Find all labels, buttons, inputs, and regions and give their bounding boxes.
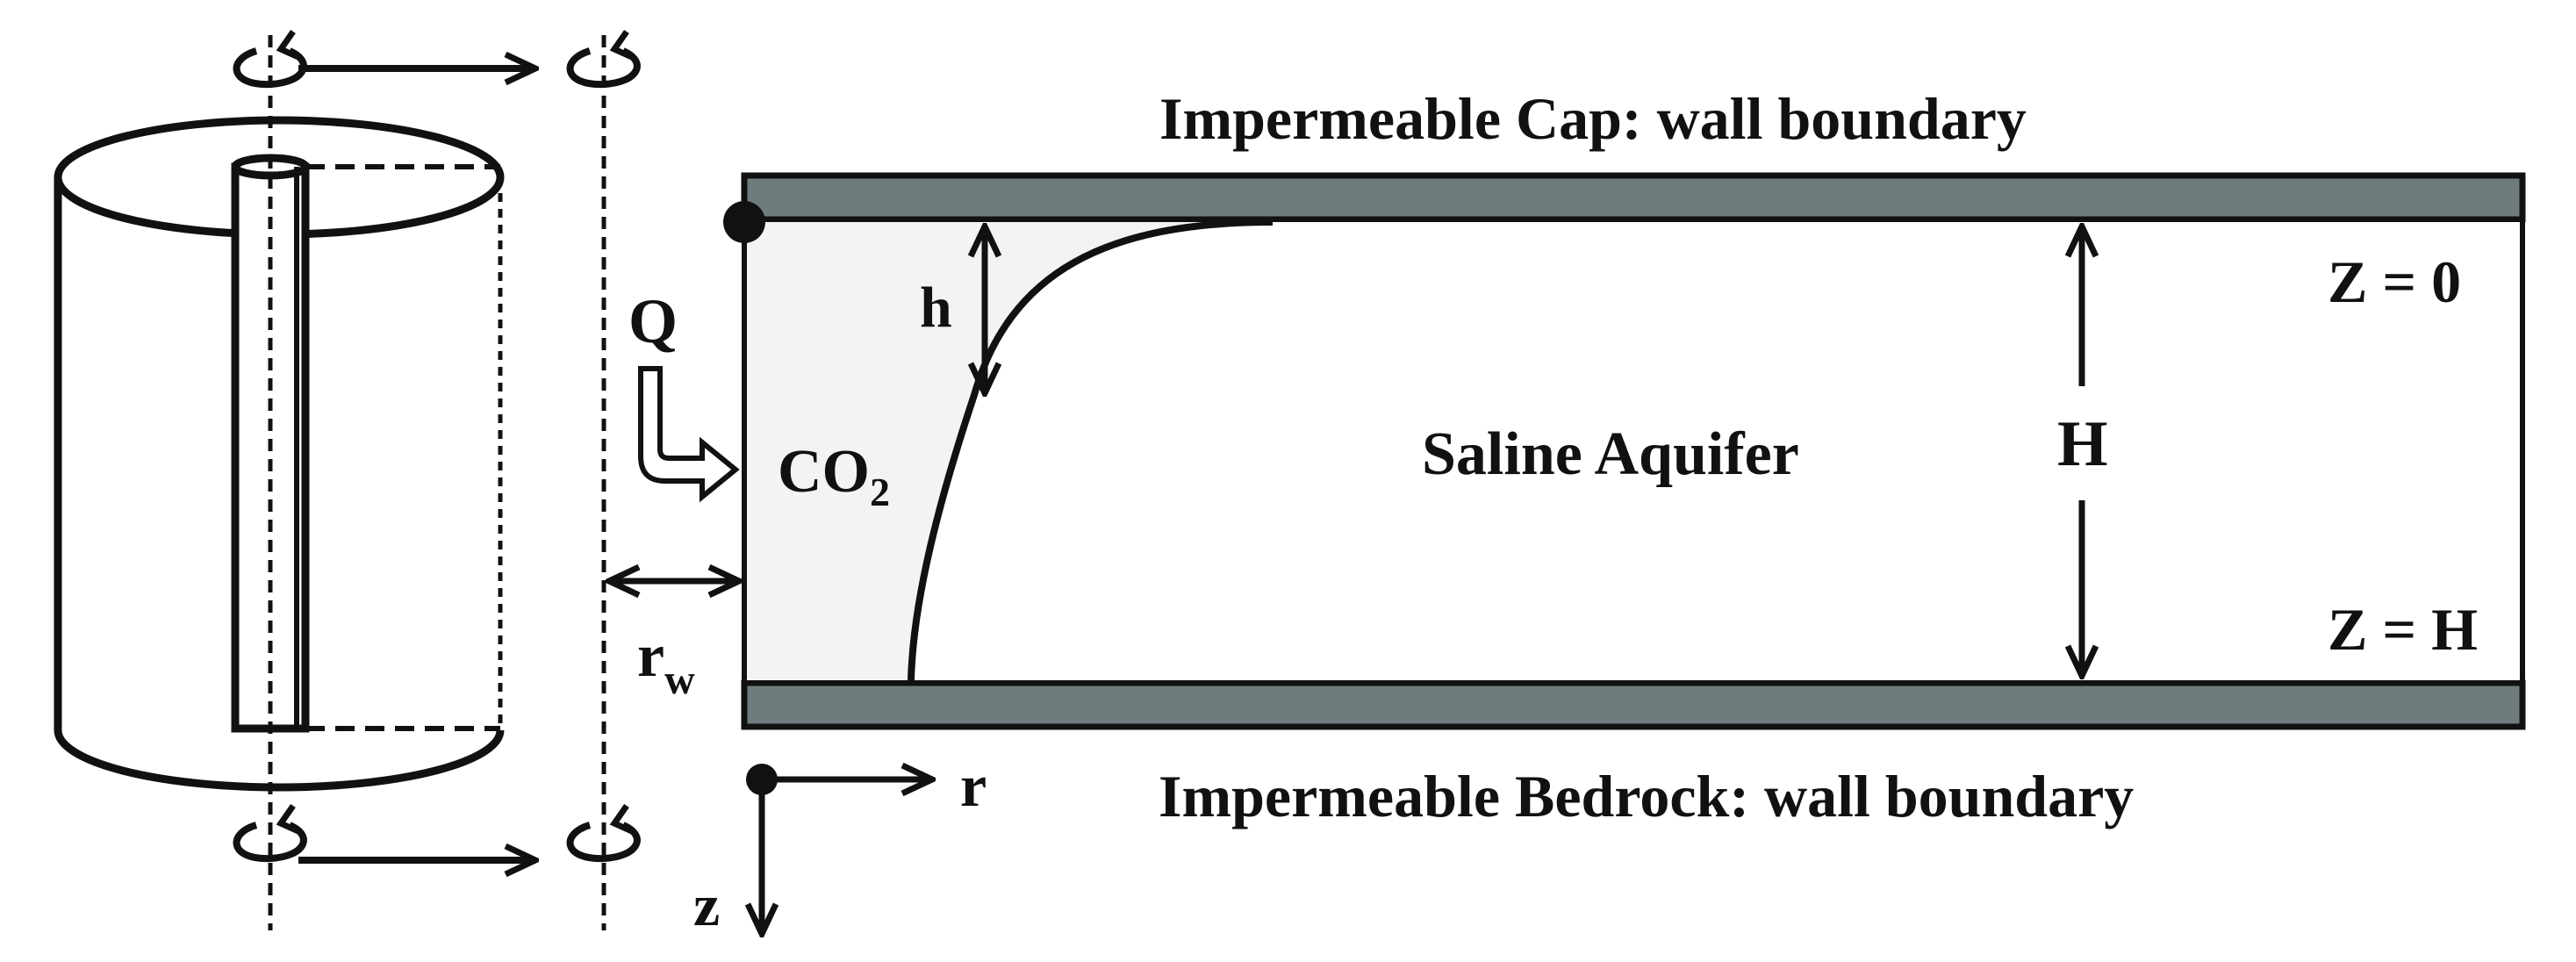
injection-flow-arrow	[638, 366, 740, 503]
rotation-icon-top-right	[566, 29, 641, 89]
rotation-icon-bottom-left	[233, 803, 307, 863]
plume-height-label: h	[920, 276, 952, 340]
co2-main: CO	[778, 438, 870, 506]
cylinder-sketch	[54, 116, 505, 792]
well-radius-subscript: w	[664, 657, 695, 703]
co2-subscript: 2	[870, 470, 890, 514]
z-bottom-label: Z = H	[2328, 596, 2478, 663]
bedrock-label: Impermeable Bedrock: wall boundary	[1159, 763, 2134, 829]
rotation-icon-bottom-right	[566, 803, 641, 863]
co2-label: CO2	[778, 438, 890, 514]
co2-plume	[747, 222, 1273, 680]
flow-rate-label: Q	[628, 286, 678, 356]
z-top-label: Z = 0	[2328, 248, 2461, 315]
injection-point	[723, 201, 765, 243]
bedrock-wall	[741, 679, 2526, 730]
cap-label: Impermeable Cap: wall boundary	[1159, 85, 2027, 152]
cap-wall	[741, 172, 2526, 223]
thickness-label: H	[2057, 408, 2108, 480]
rotation-icon-top-left	[233, 29, 307, 89]
aquifer-label: Saline Aquifer	[1422, 420, 1799, 488]
r-axis-label: r	[960, 752, 987, 819]
aquifer-region	[742, 217, 2525, 686]
well-radius-main: r	[637, 622, 664, 690]
well-radius-label: rw	[637, 622, 695, 703]
z-axis-label: z	[693, 872, 720, 938]
cylinder-bottom	[54, 729, 505, 792]
